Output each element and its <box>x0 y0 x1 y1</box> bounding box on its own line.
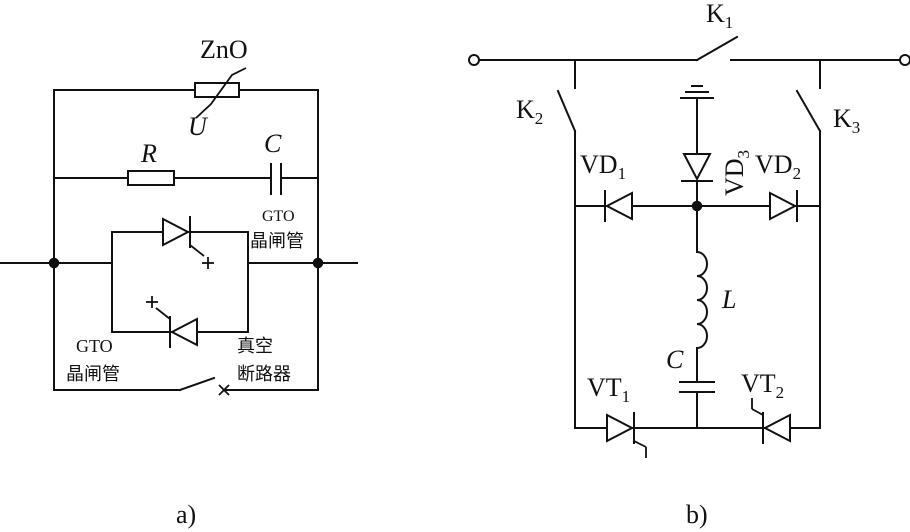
resistor-r <box>127 170 175 186</box>
diagram-a: ZnO U R C <box>0 35 358 529</box>
vd3-label: VD3 <box>720 150 753 196</box>
diagram-b: K1 K2 K3 VD1 VD2 <box>468 0 910 529</box>
diode-vd3 <box>681 153 713 182</box>
capacitor-label: C <box>264 129 282 158</box>
caption-b: b) <box>686 500 708 529</box>
gto-thyristor-upper <box>162 216 214 269</box>
gto-top-label-line2: 晶闸管 <box>250 231 304 252</box>
gto-bottom-label-line2: 晶闸管 <box>66 364 120 385</box>
b-input-terminal <box>468 54 480 66</box>
zno-label: ZnO <box>200 35 248 64</box>
gto-thyristor-lower <box>146 296 198 348</box>
gto-antiparallel-pair <box>111 216 249 348</box>
thyristor-vt2 <box>751 398 791 444</box>
gto-bottom-label-line1: GTO <box>76 336 113 356</box>
thyristor-vt1 <box>606 412 647 458</box>
switch-k1 <box>695 35 739 62</box>
breaker-label-line1: 真空 <box>237 336 273 357</box>
k2-label: K2 <box>516 95 543 128</box>
vt1-label: VT1 <box>587 373 630 406</box>
switch-k2 <box>556 89 577 133</box>
inductor-l <box>695 250 708 350</box>
k3-label: K3 <box>833 104 860 137</box>
diode-vd1 <box>604 190 633 222</box>
vt2-label: VT2 <box>741 369 784 402</box>
diode-vd2 <box>769 190 798 222</box>
breaker-label-line2: 断路器 <box>237 364 291 385</box>
rc-snubber <box>53 163 319 195</box>
zno-varistor <box>53 67 319 119</box>
vd2-label: VD2 <box>755 150 801 183</box>
capacitor-b-label: C <box>666 345 684 374</box>
vacuum-breaker <box>53 376 319 396</box>
ground-symbol <box>680 85 714 99</box>
k1-label: K1 <box>706 0 733 32</box>
varistor-voltage-label: U <box>188 112 209 141</box>
switch-k3 <box>795 89 822 133</box>
b-output-terminal <box>899 54 910 66</box>
inductor-label: L <box>721 285 736 314</box>
resistor-label: R <box>140 139 157 168</box>
vd1-label: VD1 <box>580 150 626 183</box>
caption-a: a) <box>176 500 196 529</box>
gto-top-label-line1: GTO <box>262 208 295 225</box>
